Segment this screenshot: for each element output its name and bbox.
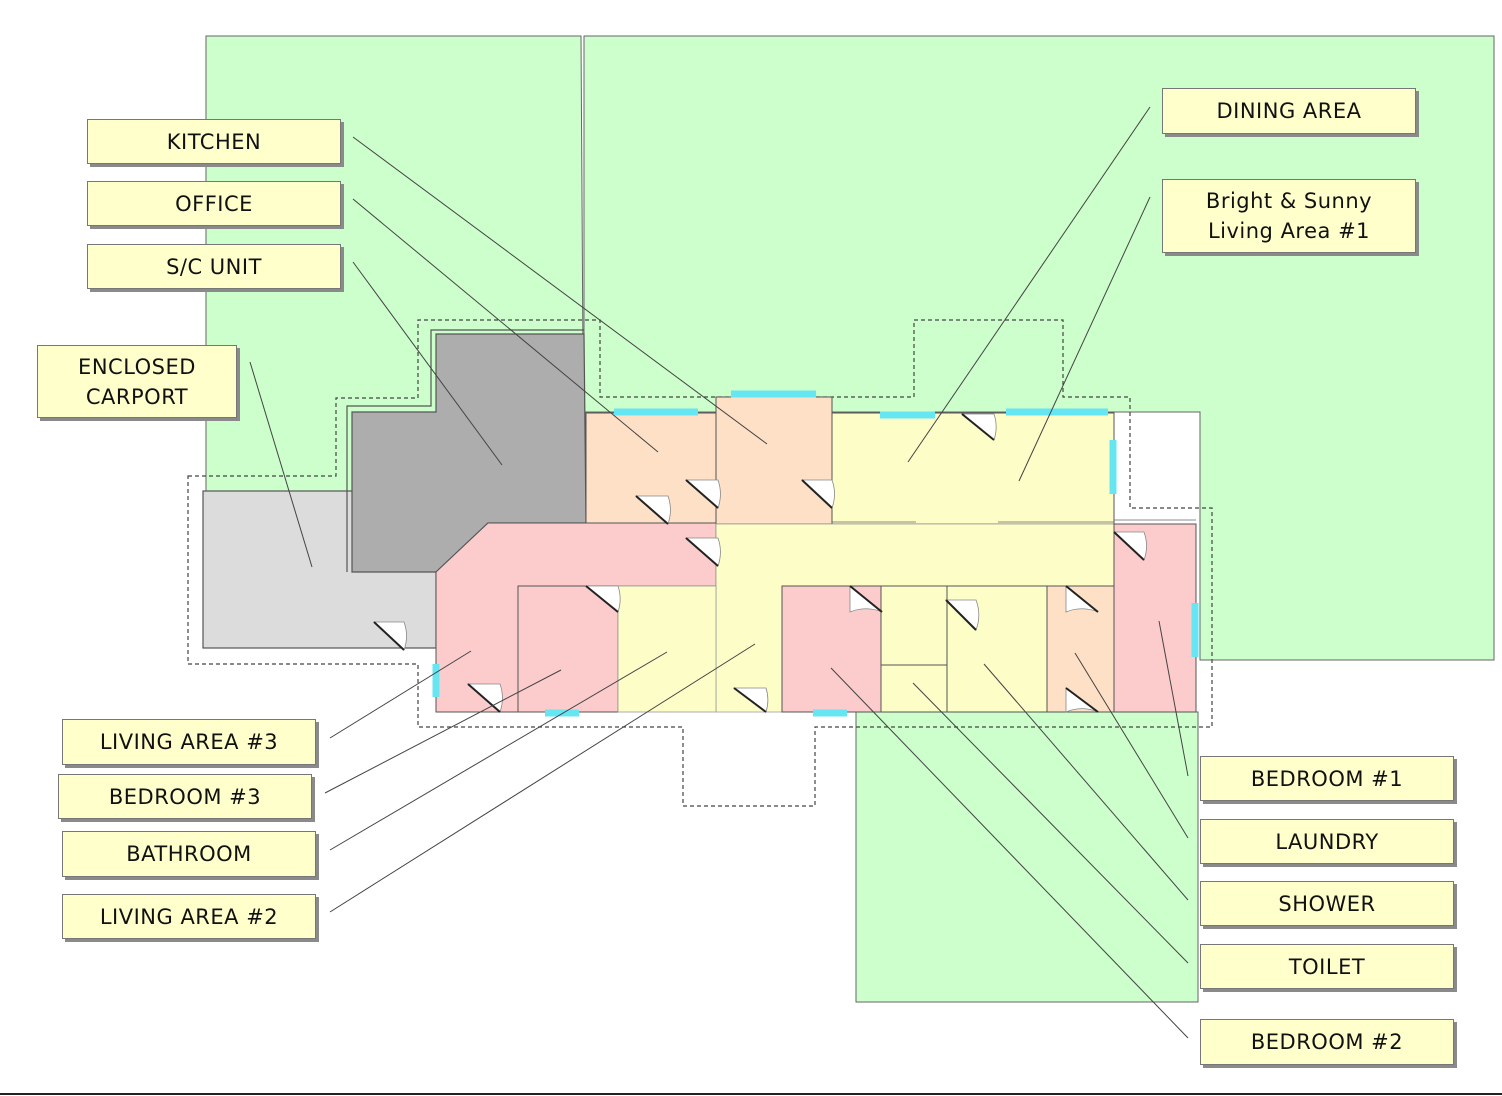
label-bathroom: BATHROOM [62, 831, 316, 877]
label-living-area-3: LIVING AREA #3 [62, 719, 316, 765]
room-toilet-upper [880, 585, 948, 666]
interior-dividers [832, 519, 1196, 523]
door-leaf [635, 495, 669, 525]
leader-carport [249, 361, 313, 568]
leader-bedroom-3 [324, 669, 562, 794]
door-leaf [1065, 585, 1099, 613]
leader-laundry [1074, 652, 1189, 839]
leader-office [352, 198, 659, 453]
label-kitchen: KITCHEN [87, 119, 341, 164]
label-bedroom-1: BEDROOM #1 [1200, 756, 1454, 801]
roof-outline [187, 319, 1213, 807]
door-leaf [849, 585, 883, 613]
leader-living-1 [1018, 196, 1151, 482]
label-shower: SHOWER [1200, 881, 1454, 926]
leader-kitchen [352, 136, 768, 445]
door-leaf [733, 687, 767, 713]
door-leaf [685, 537, 719, 567]
label-office: OFFICE [87, 181, 341, 226]
leader-living-3 [329, 650, 472, 739]
door-leaf [373, 621, 405, 651]
label-bedroom-3: BEDROOM #3 [58, 774, 312, 819]
door-leaf [467, 683, 501, 713]
windows [432, 390, 1199, 717]
label-toilet: TOILET [1200, 944, 1454, 989]
label-living-area-2: LIVING AREA #2 [62, 894, 316, 939]
room-toilet [880, 664, 948, 713]
door-leaf [961, 413, 995, 441]
leader-living-2 [329, 643, 756, 913]
room-kitchen [715, 396, 833, 525]
label-dining-area: DINING AREA [1162, 88, 1416, 134]
leader-dining [907, 106, 1151, 463]
door-leaf [1113, 531, 1145, 561]
room-bedroom-3 [517, 585, 619, 713]
label-laundry: LAUNDRY [1200, 819, 1454, 864]
door-leaf [945, 599, 977, 631]
label-living-area-1: Bright & Sunny Living Area #1 [1162, 179, 1416, 253]
room-bathroom [617, 585, 717, 713]
label-enclosed-carport: ENCLOSED CARPORT [37, 345, 237, 418]
room-bedroom-1 [1113, 523, 1197, 713]
door-leaf [801, 479, 833, 509]
leader-toilet [912, 682, 1189, 964]
sc-unit-outer-wall [346, 329, 584, 572]
leader-bathroom [329, 651, 668, 851]
door-leaf [585, 585, 619, 613]
door-leaf [685, 479, 719, 509]
yard-bottom [855, 711, 1199, 1003]
room-dining-living-1 [831, 412, 1115, 525]
leader-shower [983, 663, 1189, 901]
door-leaf [1065, 687, 1099, 713]
leader-lines [249, 106, 1189, 1039]
label-sc-unit: S/C UNIT [87, 244, 341, 289]
leader-bedroom-1 [1158, 620, 1189, 777]
leader-sc-unit [352, 261, 503, 466]
doors [372, 413, 1147, 713]
label-bedroom-2: BEDROOM #2 [1200, 1019, 1454, 1065]
leader-bedroom-2 [830, 667, 1189, 1039]
